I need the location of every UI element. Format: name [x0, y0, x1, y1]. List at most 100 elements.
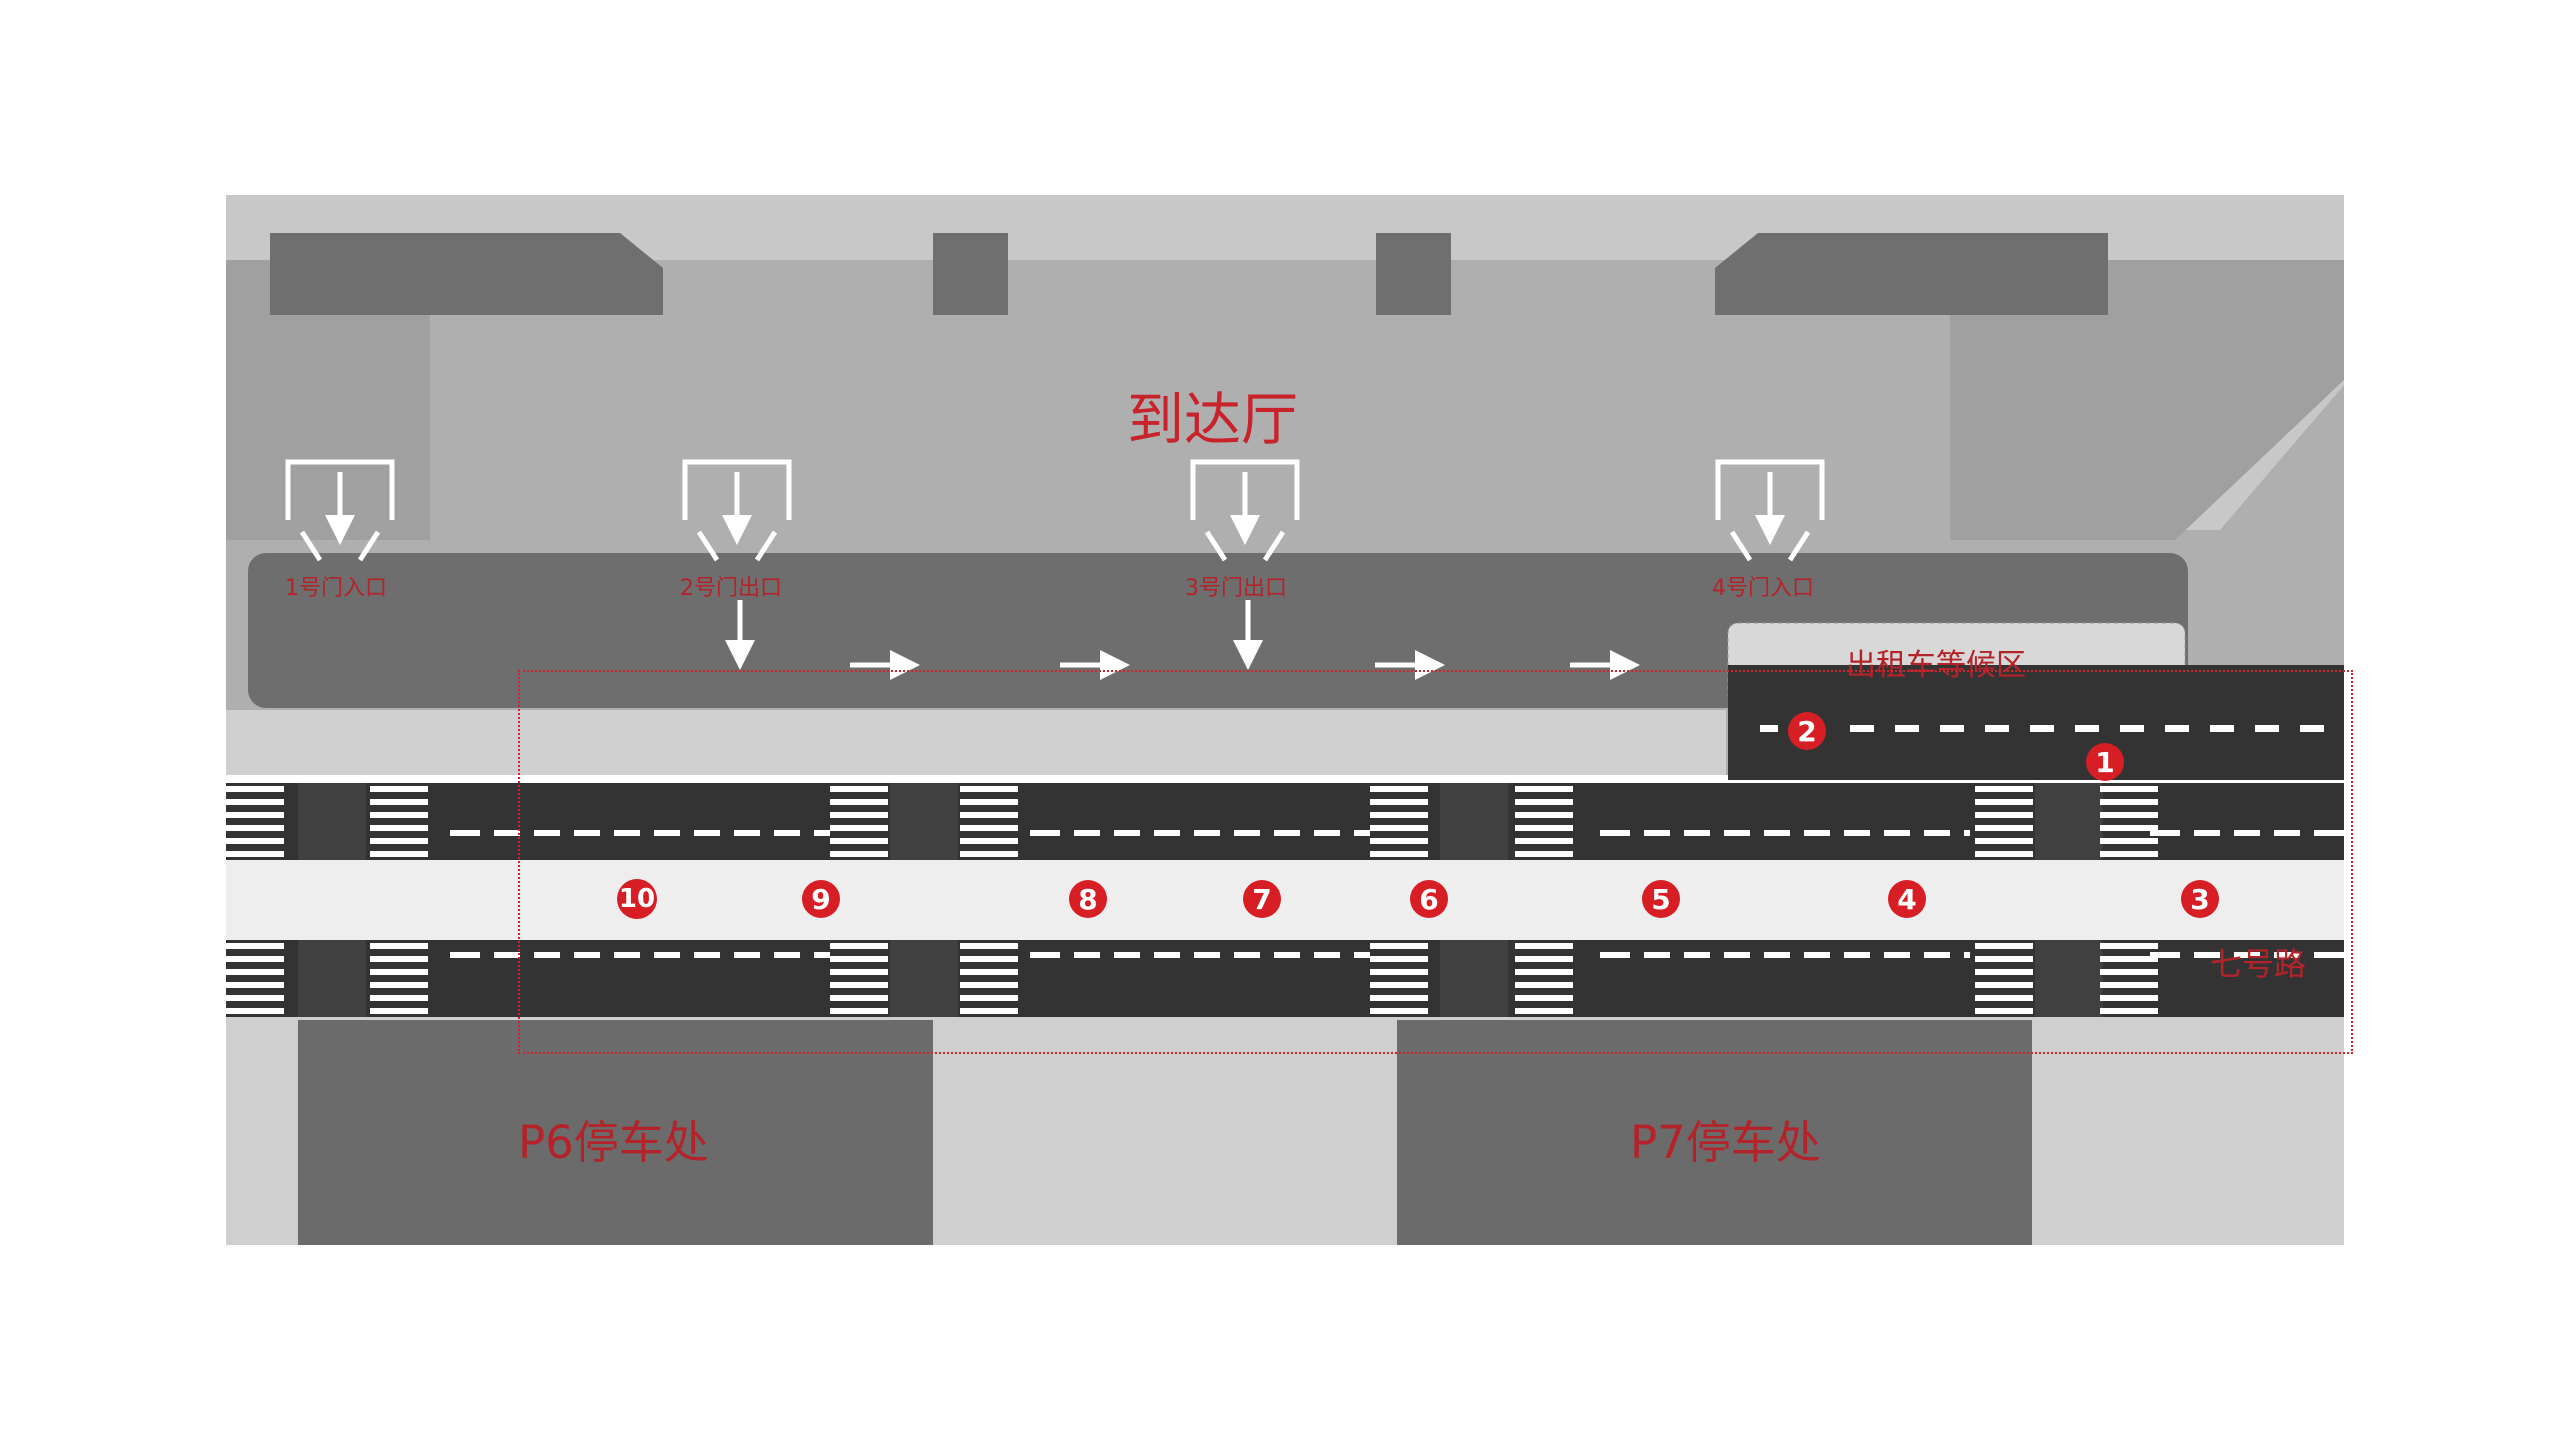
- crosswalk-stripe: [370, 838, 428, 844]
- forecourt: [226, 710, 1726, 775]
- crosswalk-stripe: [370, 825, 428, 831]
- parking-p6-label: P6停车处: [518, 1116, 709, 1169]
- crosswalk-stripe: [1975, 969, 2033, 975]
- crosswalk-stripe: [960, 838, 1018, 844]
- crosswalk-stripe: [2100, 1008, 2158, 1014]
- crosswalk-stripe: [1515, 956, 1573, 962]
- median-block: [890, 783, 958, 860]
- crosswalk-stripe: [830, 969, 888, 975]
- crosswalk-stripe: [1370, 825, 1428, 831]
- median-block: [298, 940, 366, 1017]
- median-block: [1440, 940, 1508, 1017]
- crosswalk-stripe: [960, 982, 1018, 988]
- crosswalk-stripe: [1515, 825, 1573, 831]
- crosswalk-stripe: [1975, 982, 2033, 988]
- median-block: [890, 940, 958, 1017]
- crosswalk-stripe: [2100, 943, 2158, 949]
- crosswalk-stripe: [370, 786, 428, 792]
- pickup-point-badge: 1: [2086, 743, 2124, 781]
- crosswalk-stripe: [370, 995, 428, 1001]
- road-upper: [226, 783, 2344, 860]
- crosswalk-stripe: [370, 969, 428, 975]
- arrival-hall-label: 到达厅: [1127, 387, 1298, 453]
- crosswalk-stripe: [830, 982, 888, 988]
- crosswalk-stripe: [960, 956, 1018, 962]
- pickup-zone-outline: [518, 670, 2353, 1054]
- crosswalk-stripe: [2100, 825, 2158, 831]
- crosswalk-stripe: [1370, 838, 1428, 844]
- crosswalk-stripe: [1515, 812, 1573, 818]
- taxi-lane: [1728, 665, 2344, 780]
- door-4-label: 4号门入口: [1712, 576, 1814, 601]
- crosswalk-stripe: [370, 799, 428, 805]
- crosswalks: [226, 783, 2158, 1017]
- crosswalk-stripe: [2100, 995, 2158, 1001]
- roof-block-center-left: [933, 233, 1008, 315]
- crosswalk-stripe: [370, 982, 428, 988]
- crosswalk-stripe: [1370, 982, 1428, 988]
- crosswalk-stripe: [1370, 943, 1428, 949]
- crosswalk-stripe: [226, 799, 284, 805]
- door-icon: [285, 459, 395, 562]
- taxi-lane-markings: [1760, 725, 2324, 732]
- crosswalk-stripe: [1515, 969, 1573, 975]
- crosswalk-stripe: [1515, 786, 1573, 792]
- median-block: [1440, 783, 1508, 860]
- crosswalk-stripe: [1975, 812, 2033, 818]
- crosswalk-stripe: [226, 851, 284, 857]
- crosswalk-stripe: [226, 786, 284, 792]
- pickup-point-badge: 7: [1243, 880, 1281, 918]
- crosswalk-stripe: [226, 825, 284, 831]
- flow-arrows: [725, 600, 1640, 680]
- crosswalk-stripe: [960, 812, 1018, 818]
- door-2-label: 2号门出口: [680, 576, 782, 601]
- crosswalk-stripe: [1515, 1008, 1573, 1014]
- pickup-point-badge: 2: [1788, 712, 1826, 750]
- crosswalk-stripe: [2100, 799, 2158, 805]
- crosswalk-stripe: [1370, 786, 1428, 792]
- crosswalk-stripe: [830, 995, 888, 1001]
- crosswalk-stripe: [226, 812, 284, 818]
- crosswalk-stripe: [1515, 838, 1573, 844]
- crosswalk-stripe: [2100, 851, 2158, 857]
- crosswalk-stripe: [370, 812, 428, 818]
- crosswalk-stripe: [1975, 956, 2033, 962]
- pickup-point-badge: 5: [1642, 880, 1680, 918]
- crosswalk-stripe: [226, 995, 284, 1001]
- crosswalk-stripe: [2100, 982, 2158, 988]
- road-name-label: 七号路: [2210, 945, 2307, 983]
- pickup-point-badge: 4: [1888, 880, 1926, 918]
- crosswalk-stripe: [226, 969, 284, 975]
- median-block: [298, 783, 366, 860]
- crosswalk-stripe: [1515, 851, 1573, 857]
- crosswalk-stripe: [1370, 851, 1428, 857]
- crosswalk-stripe: [1975, 1008, 2033, 1014]
- crosswalk-stripe: [1370, 956, 1428, 962]
- crosswalk-stripe: [370, 1008, 428, 1014]
- pickup-point-badge: 6: [1410, 880, 1448, 918]
- door-symbols: [285, 459, 1825, 562]
- crosswalk-stripe: [960, 825, 1018, 831]
- door-icon: [1715, 459, 1825, 562]
- crosswalk-stripe: [1975, 995, 2033, 1001]
- median-block: [2035, 783, 2103, 860]
- crosswalk-stripe: [830, 851, 888, 857]
- crosswalk-stripe: [2100, 956, 2158, 962]
- crosswalk-stripe: [960, 799, 1018, 805]
- roof-block-center-right: [1376, 233, 1451, 315]
- pickup-point-badge: 3: [2181, 880, 2219, 918]
- crosswalk-stripe: [226, 1008, 284, 1014]
- crosswalk-stripe: [2100, 969, 2158, 975]
- crosswalk-stripe: [1975, 943, 2033, 949]
- parking-p7-label: P7停车处: [1630, 1116, 1821, 1169]
- crosswalk-stripe: [370, 851, 428, 857]
- crosswalk-stripe: [960, 786, 1018, 792]
- crosswalk-stripe: [960, 969, 1018, 975]
- crosswalk-stripe: [1370, 969, 1428, 975]
- crosswalk-stripe: [830, 825, 888, 831]
- crosswalk-stripe: [226, 956, 284, 962]
- crosswalk-stripe: [1515, 943, 1573, 949]
- crosswalk-stripe: [2100, 812, 2158, 818]
- crosswalk-stripe: [370, 956, 428, 962]
- sidewalk: [226, 860, 2344, 940]
